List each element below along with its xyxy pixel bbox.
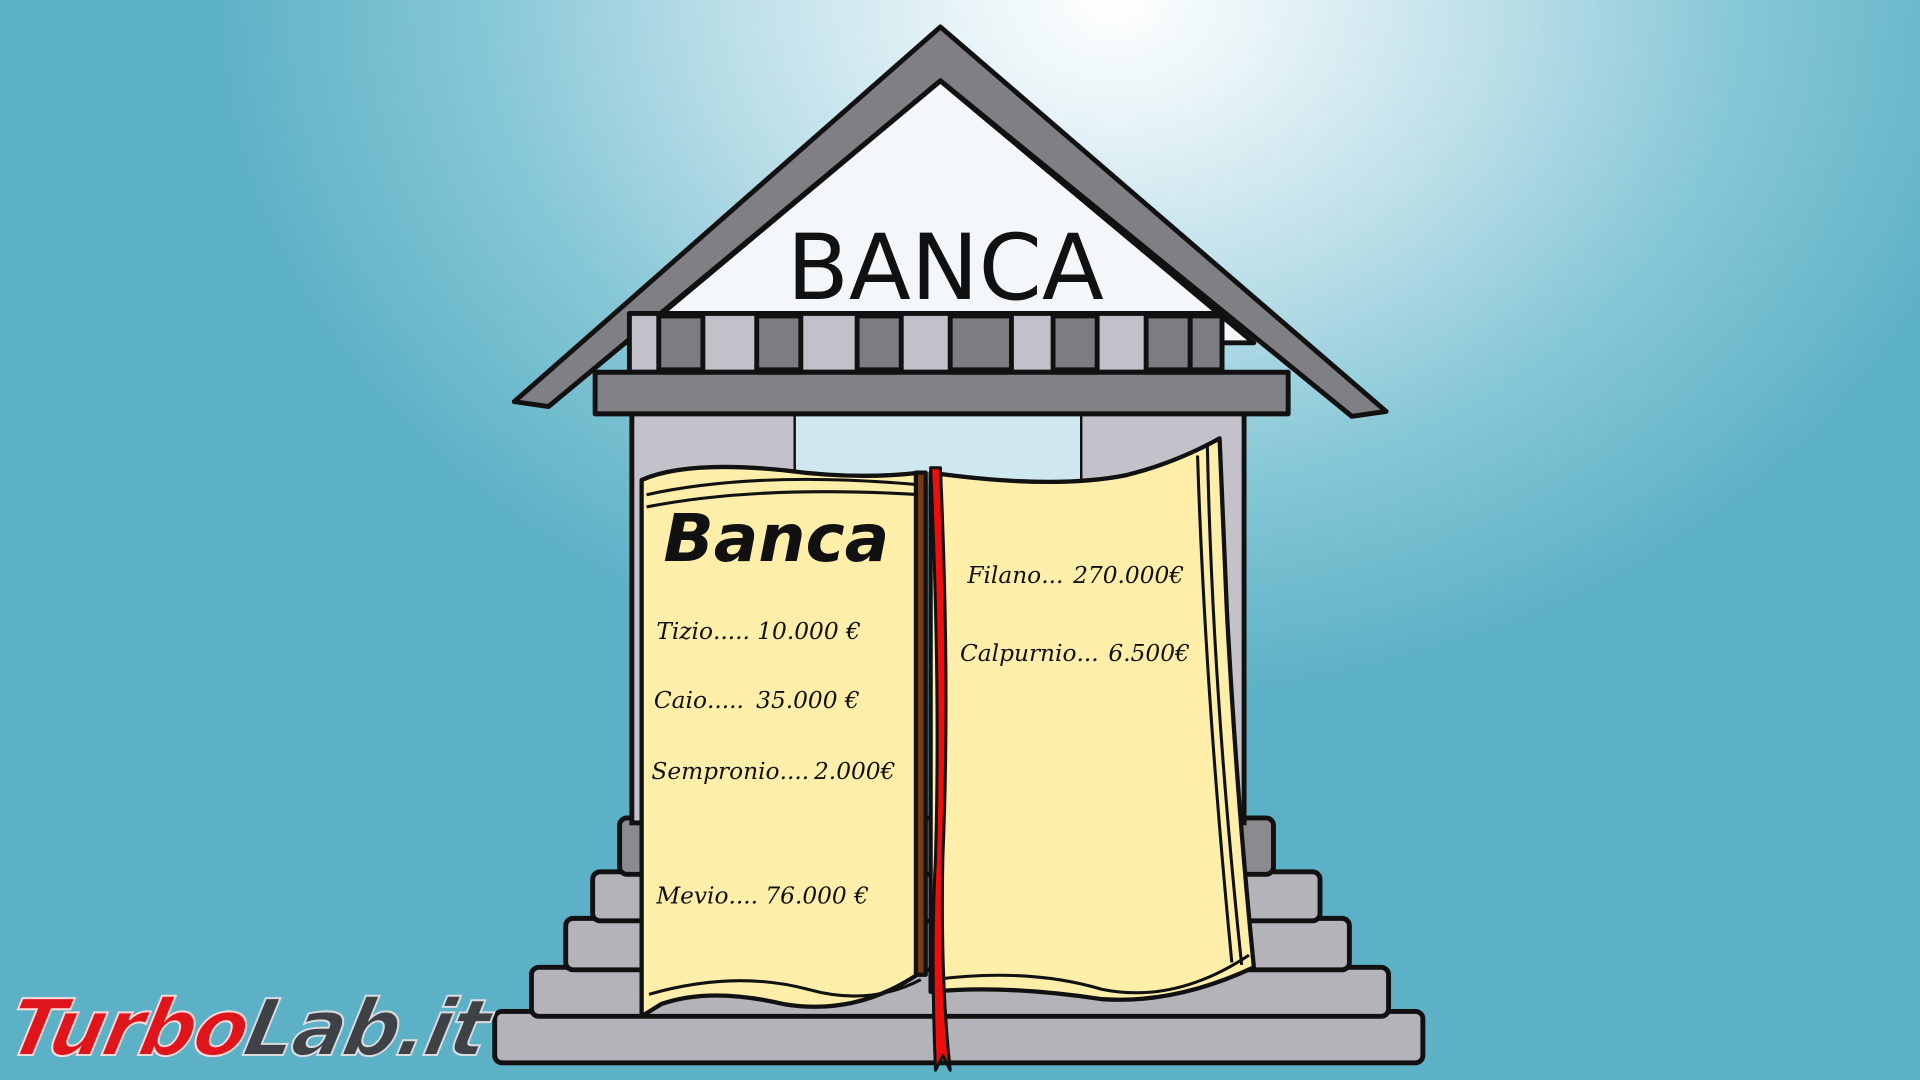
ledger-entry-caio: Caio.....35.000 € (654, 687, 860, 714)
ledger-entry-mevio: Mevio....76.000 € (655, 883, 869, 910)
ledger-book (639, 436, 1257, 1072)
logo-part-turbo: Turbo (0, 983, 257, 1075)
building-sign: BANCA (787, 216, 1104, 321)
roof (511, 24, 1389, 419)
ledger-entry-tizio: Tizio.....10.000 € (656, 618, 861, 645)
ledger-entry-sempronio: Sempronio....2.000€ (651, 758, 895, 785)
ledger-entry-filano: Filano...270.000€ (966, 562, 1184, 589)
ledger-title: Banca (663, 500, 889, 577)
logo-part-lab: Lab.it (236, 983, 497, 1075)
ledger-right-page: Filano...270.000€ Calpurnio...6.500€ (960, 562, 1190, 667)
ledger-left-page: Tizio.....10.000 € Caio.....35.000 € Sem… (651, 618, 895, 909)
turbolab-watermark-logo: TurboLab.it (0, 983, 497, 1075)
ledger-entry-calpurnio: Calpurnio...6.500€ (960, 640, 1190, 667)
